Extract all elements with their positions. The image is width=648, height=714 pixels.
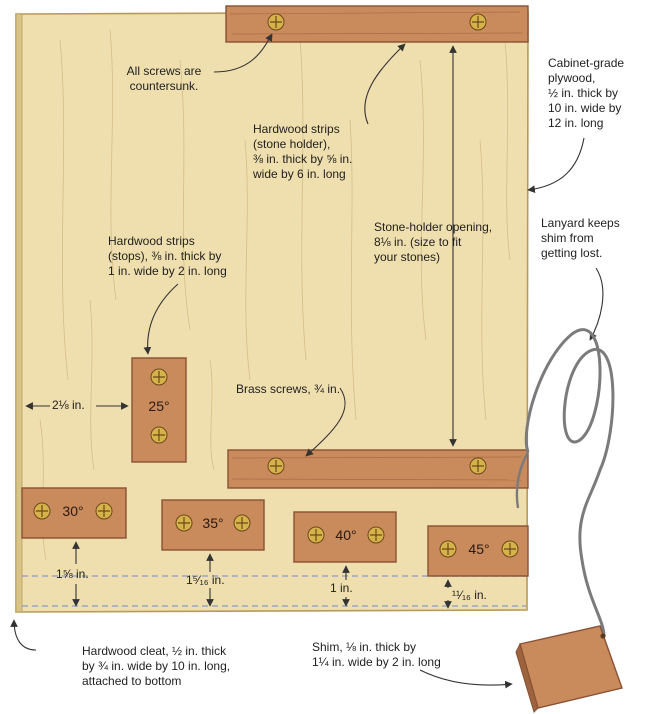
stop-40-height: 1 in. — [330, 581, 353, 595]
stop-30-height: 1⅝ in. — [56, 567, 89, 581]
screw-icon — [267, 457, 285, 475]
stone-holder-strip-top — [225, 5, 529, 43]
opening-note: Stone-holder opening, 8⅛ in. (size to fi… — [374, 220, 493, 264]
screw-icon — [501, 540, 519, 558]
stop-angle-label: 35° — [202, 515, 223, 531]
wood-grain — [39, 29, 511, 561]
lanyard-note: Lanyard keeps shim from getting lost. — [541, 216, 620, 260]
stop-45: 45° — [427, 525, 529, 577]
screw-icon — [469, 457, 487, 475]
screw-icon — [307, 526, 325, 544]
screw-icon — [95, 502, 113, 520]
shim-block — [515, 625, 623, 713]
lanyard-cord — [515, 328, 615, 637]
stop-angle-label: 40° — [335, 527, 356, 543]
screw-icon — [439, 540, 457, 558]
leader-lines — [10, 33, 604, 689]
stop-25: 25° — [131, 357, 187, 463]
screw-icon — [233, 514, 251, 532]
stop-angle-label: 45° — [468, 541, 489, 557]
screw-icon — [267, 13, 285, 31]
stone-holder-strips-note: Hardwood strips (stone holder), ⅜ in. th… — [253, 122, 353, 181]
stop-40: 40° — [293, 511, 397, 563]
left-offset-dimension: 2⅛ in. — [52, 398, 85, 412]
stop-30: 30° — [21, 487, 127, 539]
shim-note: Shim, ⅛ in. thick by 1¼ in. wide by 2 in… — [312, 640, 441, 669]
stop-35-height: 1⁵⁄₁₆ in. — [186, 573, 225, 587]
screw-icon — [33, 502, 51, 520]
countersunk-note: All screws are countersunk. — [126, 64, 202, 93]
plywood-note: Cabinet-grade plywood, ½ in. thick by 10… — [548, 56, 625, 130]
dimension-arrows — [25, 45, 457, 609]
screw-icon — [150, 426, 168, 444]
screw-icon — [469, 13, 487, 31]
stop-45-height: ¹¹⁄₁₆ in. — [452, 588, 487, 602]
stop-angle-label: 25° — [148, 398, 169, 414]
cleat-note: Hardwood cleat, ½ in. thick by ¾ in. wid… — [82, 644, 231, 688]
stone-holder-strip-bottom — [227, 449, 529, 489]
brass-screws-note: Brass screws, ¾ in. — [236, 382, 341, 396]
screw-icon — [367, 526, 385, 544]
stops-strips-note: Hardwood strips (stops), ⅜ in. thick by … — [108, 234, 227, 278]
stop-35: 35° — [161, 499, 265, 551]
screw-icon — [150, 368, 168, 386]
screw-icon — [175, 514, 193, 532]
stop-angle-label: 30° — [62, 503, 83, 519]
